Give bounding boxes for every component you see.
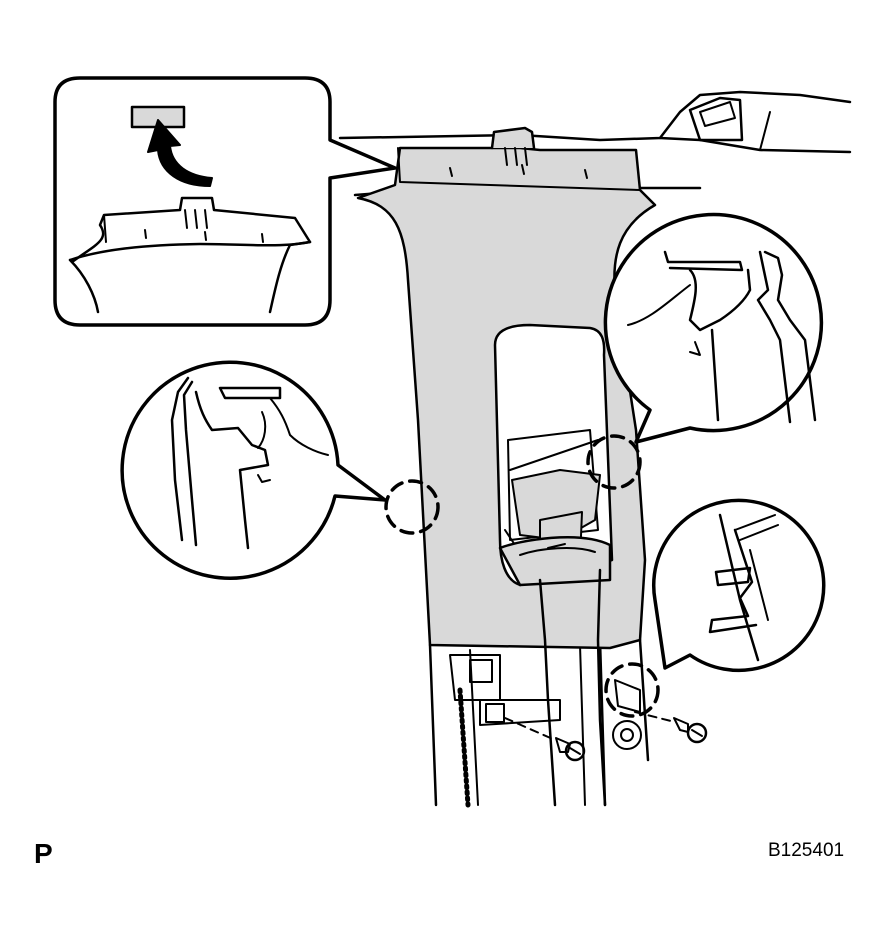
screw-right — [634, 711, 708, 744]
top-clip-detail — [53, 76, 397, 327]
figure-code-label: B125401 — [768, 840, 845, 861]
removal-arrow-icon — [147, 119, 213, 187]
seat-belt — [498, 469, 612, 807]
screw-left — [504, 717, 586, 762]
lower-clip-locator — [604, 662, 660, 718]
left-clip-detail — [120, 360, 387, 580]
lower-pillar-structure — [428, 638, 650, 808]
left-clip-locator — [384, 479, 440, 535]
right-clip-locator — [586, 434, 642, 490]
right-clip-detail — [603, 212, 824, 444]
clip-locators — [384, 434, 660, 718]
view-letter-label: P — [34, 838, 53, 869]
lower-clip-detail — [651, 498, 826, 673]
